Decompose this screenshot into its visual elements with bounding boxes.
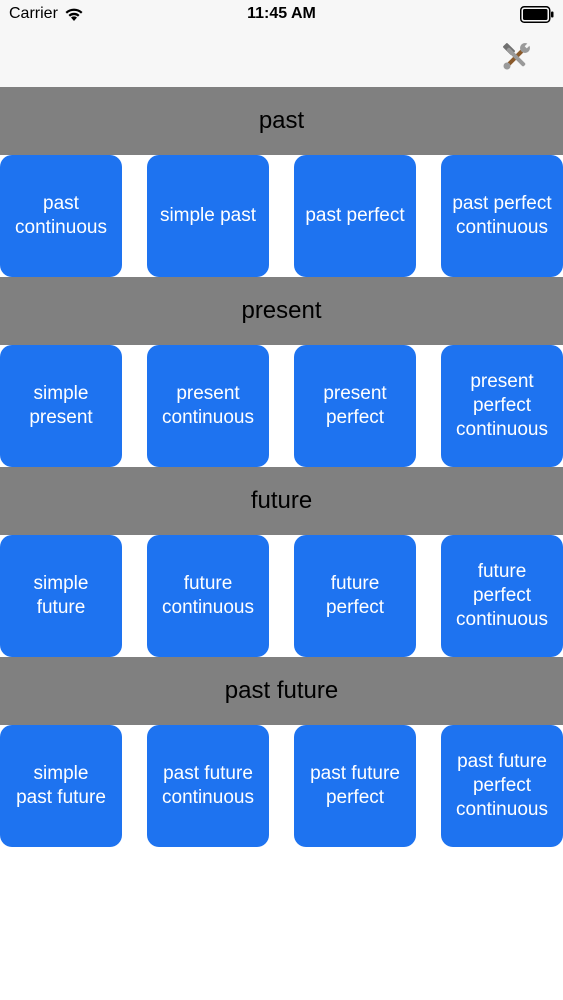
tools-icon[interactable] — [499, 40, 533, 74]
tense-button-simple-future[interactable]: simple future — [0, 535, 122, 657]
tense-button-present-perfect-continuous[interactable]: present perfect continuous — [441, 345, 563, 467]
tense-button-past-future-perfect[interactable]: past future perfect — [294, 725, 416, 847]
tile-row-present: simple present present continuous presen… — [0, 345, 563, 467]
section-header-past: past — [0, 87, 563, 155]
section-header-past-future: past future — [0, 657, 563, 725]
tense-button-present-perfect[interactable]: present perfect — [294, 345, 416, 467]
tense-button-past-perfect-continuous[interactable]: past perfect continuous — [441, 155, 563, 277]
tense-button-past-continuous[interactable]: past continuous — [0, 155, 122, 277]
tile-row-past-future: simple past future past future continuou… — [0, 725, 563, 847]
tense-button-past-perfect[interactable]: past perfect — [294, 155, 416, 277]
tense-button-future-perfect[interactable]: future perfect — [294, 535, 416, 657]
wifi-icon — [65, 8, 83, 21]
tense-button-simple-past-future[interactable]: simple past future — [0, 725, 122, 847]
tense-button-future-continuous[interactable]: future continuous — [147, 535, 269, 657]
navigation-bar — [0, 30, 563, 87]
tense-button-present-continuous[interactable]: present continuous — [147, 345, 269, 467]
battery-icon — [520, 6, 554, 23]
tile-row-future: simple future future continuous future p… — [0, 535, 563, 657]
carrier-indicator: Carrier — [9, 5, 84, 23]
tile-row-past: past continuous simple past past perfect… — [0, 155, 563, 277]
tense-button-simple-past[interactable]: simple past — [147, 155, 269, 277]
section-header-present: present — [0, 277, 563, 345]
tense-button-future-perfect-continuous[interactable]: future perfect continuous — [441, 535, 563, 657]
tense-button-past-future-continuous[interactable]: past future continuous — [147, 725, 269, 847]
status-bar: Carrier 11:45 AM — [0, 0, 563, 30]
tense-button-past-future-perfect-continuous[interactable]: past future perfect continuous — [441, 725, 563, 847]
tense-button-simple-present[interactable]: simple present — [0, 345, 122, 467]
carrier-label: Carrier — [9, 5, 58, 22]
section-header-future: future — [0, 467, 563, 535]
status-time: 11:45 AM — [247, 5, 316, 22]
